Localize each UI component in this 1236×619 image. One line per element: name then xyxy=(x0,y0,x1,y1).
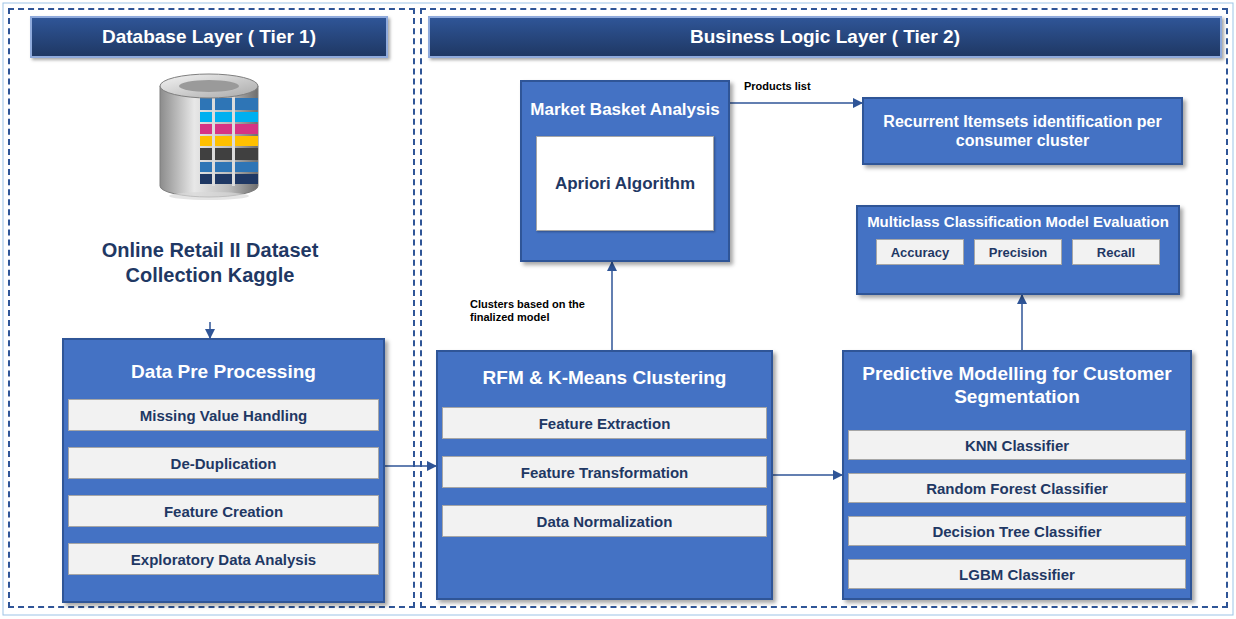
step-box: Missing Value Handling xyxy=(68,399,379,431)
layer-header: Database Layer ( Tier 1) xyxy=(30,16,388,58)
box-label: Exploratory Data Analysis xyxy=(131,551,316,568)
process-box: Market Basket AnalysisApriori Algorithm xyxy=(520,80,730,262)
step-box: Accuracy xyxy=(876,239,964,265)
process-box: RFM & K-Means ClusteringFeature Extracti… xyxy=(436,350,773,600)
database-icon xyxy=(160,74,258,200)
step-box: Data Normalization xyxy=(442,505,767,537)
layer-header: Business Logic Layer ( Tier 2) xyxy=(428,16,1222,58)
step-box: Exploratory Data Analysis xyxy=(68,543,379,575)
flow-arrow xyxy=(730,102,862,104)
box-label: Random Forest Classifier xyxy=(926,480,1108,497)
flow-arrow xyxy=(1021,295,1023,350)
dataset-label: Online Retail II Dataset Collection Kagg… xyxy=(70,238,350,322)
edge-label: Clusters based on the finalized model xyxy=(470,298,608,324)
flow-arrow xyxy=(209,322,211,338)
box-label: KNN Classifier xyxy=(965,437,1069,454)
box-label: Feature Extraction xyxy=(539,415,671,432)
tier-panel: Database Layer ( Tier 1) Online Retail II… xyxy=(8,8,415,608)
box-title: Predictive Modelling for Customer Segmen… xyxy=(848,362,1186,408)
box-title: Market Basket Analysis xyxy=(526,100,724,120)
box-label: De-Duplication xyxy=(171,455,277,472)
flow-arrow xyxy=(611,262,613,350)
step-box: KNN Classifier xyxy=(848,430,1186,460)
flow-arrow xyxy=(773,474,842,476)
step-box: Random Forest Classifier xyxy=(848,473,1186,503)
process-box: Predictive Modelling for Customer Segmen… xyxy=(842,350,1192,600)
step-box: Recall xyxy=(1072,239,1160,265)
process-box: Data Pre ProcessingMissing Value Handlin… xyxy=(62,338,385,603)
box-title: Multiclass Classification Model Evaluati… xyxy=(862,213,1174,231)
box-label: Accuracy xyxy=(891,245,950,260)
box-title: Recurrent Itemsets identification per co… xyxy=(868,112,1177,150)
evaluation-box: Multiclass Classification Model Evaluati… xyxy=(856,205,1180,295)
step-box: Decision Tree Classifier xyxy=(848,516,1186,546)
flow-arrow xyxy=(385,465,436,467)
box-label: Recall xyxy=(1097,245,1135,260)
outer-frame xyxy=(3,3,1233,615)
step-box: Feature Creation xyxy=(68,495,379,527)
box-label: Feature Transformation xyxy=(521,464,689,481)
box-title: RFM & K-Means Clustering xyxy=(442,366,767,389)
step-box: De-Duplication xyxy=(68,447,379,479)
step-box: Feature Extraction xyxy=(442,407,767,439)
output-box: Recurrent Itemsets identification per co… xyxy=(862,97,1183,165)
step-box: Feature Transformation xyxy=(442,456,767,488)
box-label: Data Normalization xyxy=(537,513,673,530)
box-label: Decision Tree Classifier xyxy=(932,523,1101,540)
box-title: Online Retail II Dataset Collection Kagg… xyxy=(70,238,350,288)
box-label: Feature Creation xyxy=(164,503,283,520)
box-label: Apriori Algorithm xyxy=(555,174,695,194)
box-label: Missing Value Handling xyxy=(140,407,308,424)
edge-label: Products list xyxy=(744,80,844,93)
box-label: Precision xyxy=(989,245,1048,260)
box-label: LGBM Classifier xyxy=(959,566,1075,583)
box-title: Data Pre Processing xyxy=(68,360,379,383)
algorithm-box: Apriori Algorithm xyxy=(536,136,714,231)
step-box: LGBM Classifier xyxy=(848,559,1186,589)
step-box: Precision xyxy=(974,239,1062,265)
